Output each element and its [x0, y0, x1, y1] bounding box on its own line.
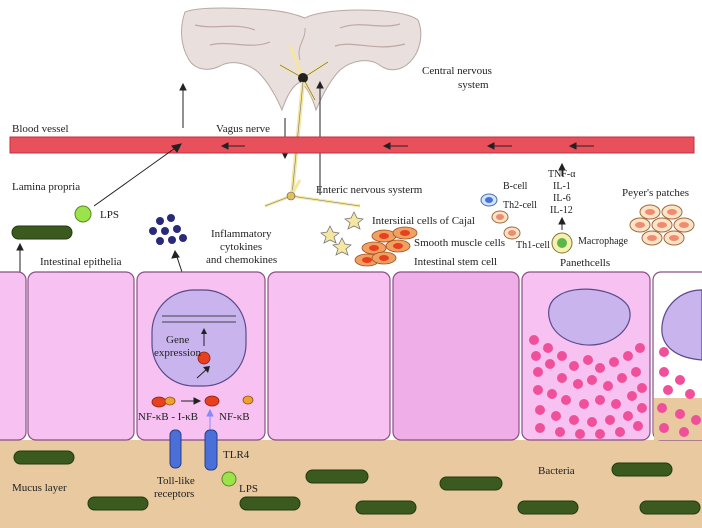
- bacteria-group: [13, 450, 701, 515]
- tlr4-receptor: [204, 429, 218, 471]
- label-inflammatory-2: cytokines: [220, 241, 262, 253]
- label-stem-cell: Intestinal stem cell: [414, 256, 497, 268]
- label-inflammatory-1: Inflammatory: [211, 228, 272, 240]
- label-peyers: Peyer's patches: [622, 187, 689, 199]
- macrophage: [551, 232, 573, 254]
- nfkb-free: [204, 395, 254, 407]
- label-mucus: Mucus layer: [12, 482, 67, 494]
- paneth-cell-detail: [548, 288, 631, 346]
- label-nfkb: NF-κB: [219, 411, 250, 423]
- label-tnf: TNF-α: [548, 169, 576, 180]
- label-il1: IL-1: [553, 181, 571, 192]
- label-lps-bottom: LPS: [239, 483, 258, 495]
- lps-to-vessel-arrow: [93, 143, 182, 207]
- brain: [181, 7, 422, 112]
- label-th1: Th1-cell: [516, 240, 550, 251]
- macrophage-arrow: [558, 162, 566, 230]
- nfkb-activation-arrow: [181, 397, 202, 405]
- label-gene-1: Gene: [166, 334, 189, 346]
- label-lamina-propria: Lamina propria: [12, 181, 80, 193]
- nucleus: [151, 289, 247, 387]
- blood-vessel: [9, 136, 695, 154]
- peyers-patch-cells: [629, 204, 695, 246]
- label-il12: IL-12: [550, 205, 573, 216]
- th1-cell: [503, 226, 521, 240]
- lps-bottom-particle: [221, 471, 237, 487]
- toll-like-receptor: [169, 429, 182, 469]
- label-toll-1: Toll-like: [157, 475, 195, 487]
- label-cns-line2: system: [458, 79, 489, 91]
- b-cell: [480, 193, 498, 207]
- smooth-muscle-cells: [354, 226, 418, 267]
- paneth-granules: [529, 335, 647, 439]
- label-cns-line1: Central nervous: [422, 65, 492, 77]
- label-cajal: Intersitial cells of Cajal: [372, 215, 475, 227]
- brain-arrows: [179, 80, 324, 195]
- label-b-cell: B-cell: [503, 181, 528, 192]
- lps-particle: [74, 205, 92, 223]
- enteric-neuron: [264, 179, 361, 208]
- th2-cell: [491, 210, 509, 224]
- label-th2: Th2-cell: [503, 200, 537, 211]
- label-tlr4: TLR4: [223, 449, 250, 461]
- label-il6: IL-6: [553, 193, 571, 204]
- label-bacteria: Bacteria: [538, 465, 575, 477]
- label-paneth: Panethcells: [560, 257, 610, 269]
- right-cell-granules: [657, 347, 701, 437]
- label-epithelia: Intestinal epithelia: [40, 256, 122, 268]
- label-inflammatory-3: and chemokines: [206, 254, 277, 266]
- bacterium-lamina: [11, 225, 73, 240]
- label-enteric: Enteric nervous systerm: [316, 184, 423, 196]
- tlr-signal-arrow: [206, 408, 214, 430]
- label-gene-2: expression: [154, 347, 202, 359]
- cytokine-cluster: [149, 214, 187, 245]
- cns-neuron: [279, 44, 329, 101]
- label-smooth-muscle: Smooth muscle cells: [414, 237, 505, 249]
- cajal-cells: [320, 211, 364, 256]
- label-blood-vessel: Blood vessel: [12, 123, 69, 135]
- mucus-layer: [0, 440, 702, 528]
- nfkb-complex: [151, 396, 176, 408]
- blood-flow-arrows: [220, 142, 594, 150]
- label-lps-top: LPS: [100, 209, 119, 221]
- label-macrophage: Macrophage: [578, 236, 629, 247]
- label-vagus-nerve: Vagus nerve: [216, 123, 270, 135]
- label-toll-2: receptors: [154, 488, 194, 500]
- label-nfkb-complex: NF-κB - I-κB: [138, 411, 198, 423]
